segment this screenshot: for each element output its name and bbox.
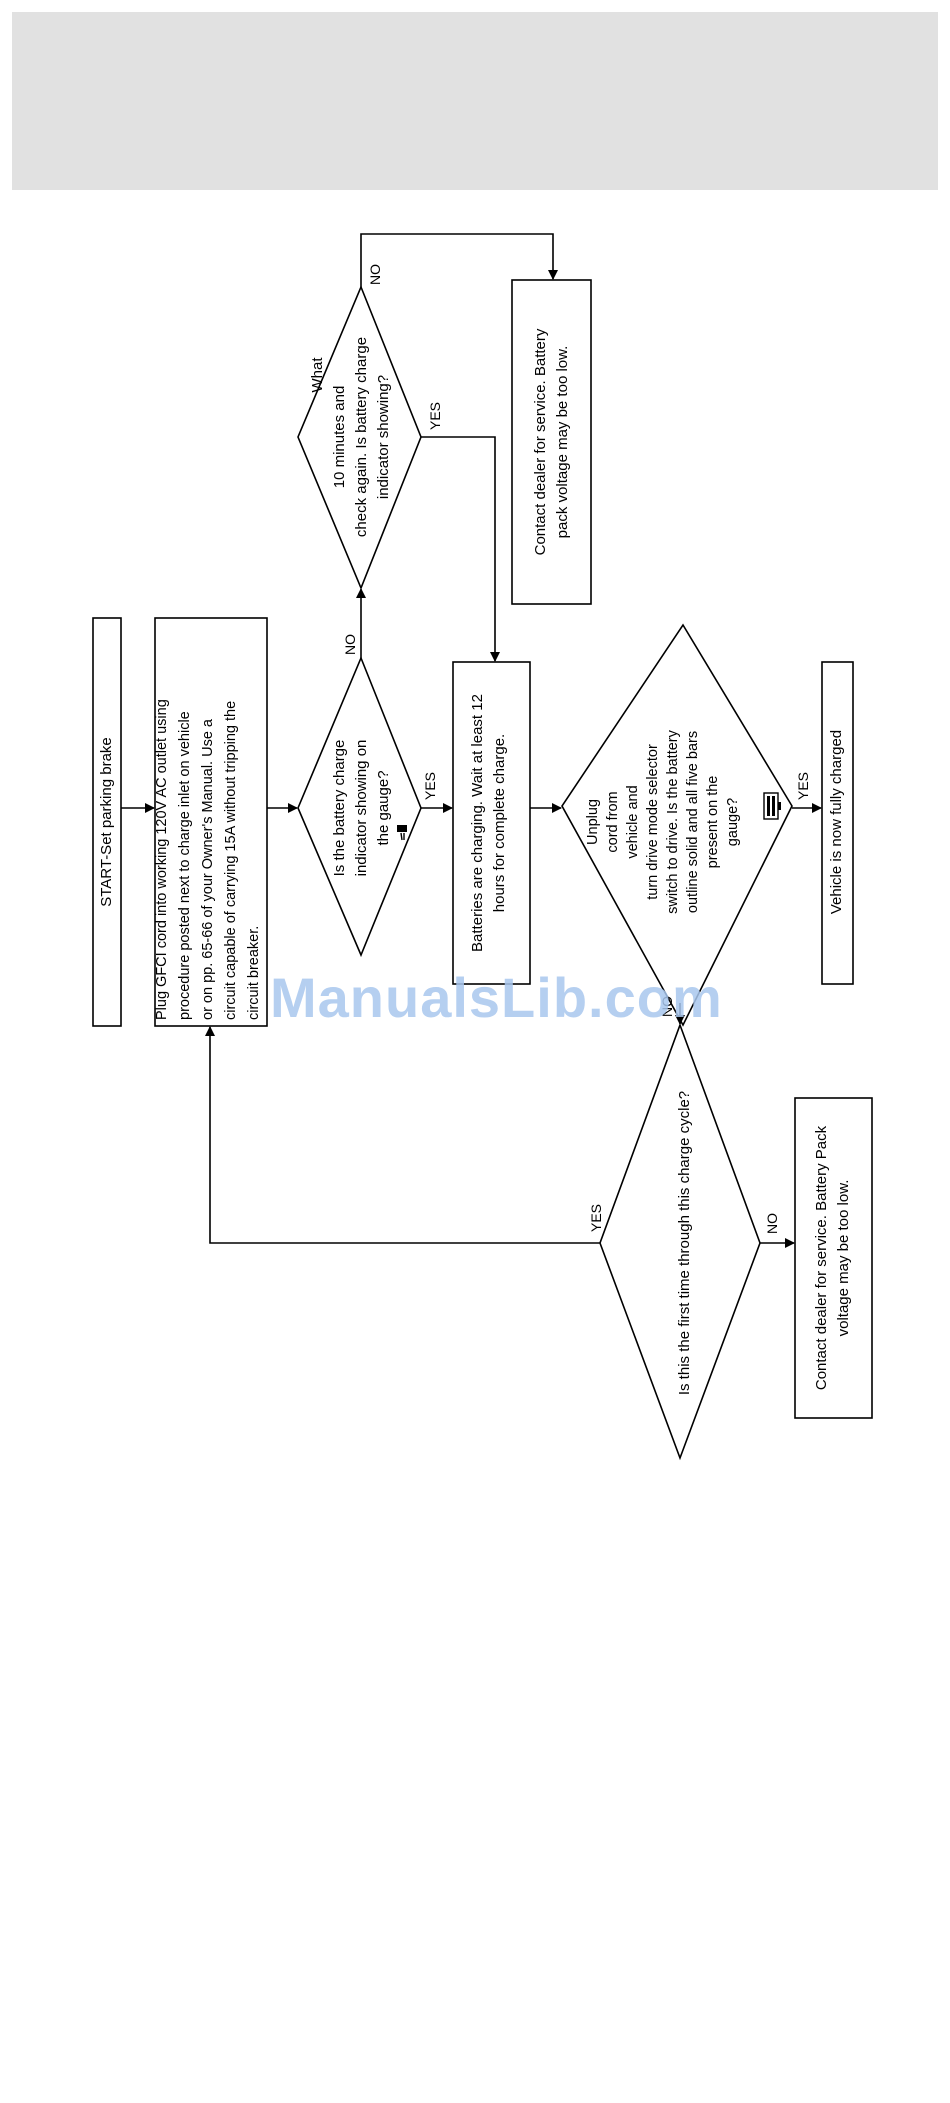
yes-label-first: YES	[588, 1204, 604, 1232]
unplug-q-line-4: turn drive mode selector	[645, 744, 661, 900]
plug-line-4: circuit capable of carrying 15A without …	[223, 701, 239, 1020]
watermark: ManualsLib.com	[270, 966, 723, 1029]
start-box	[92, 617, 122, 1027]
plug-line-3: or on pp. 65-66 of your Owner's Manual. …	[200, 718, 216, 1020]
start-label: START-Set parking brake	[98, 737, 115, 907]
first-time-diamond	[599, 1022, 761, 1461]
unplug-q-line-8: gauge?	[725, 798, 741, 846]
unplug-q-line-2: cord from	[605, 791, 621, 852]
unplug-q-line-1: Unplug	[585, 799, 601, 845]
indicator-diamond	[297, 655, 422, 958]
wait-q-line-3: check again. Is battery charge	[353, 337, 370, 537]
yes-label-indicator: YES	[422, 772, 438, 800]
arrow-wait-no	[360, 233, 558, 287]
charging-line-1: Batteries are charging. Wait at least 12	[469, 694, 486, 952]
no-label-unplug: NO	[659, 996, 675, 1017]
indicator-q-line-2: indicator showing on	[353, 740, 370, 877]
dealer-top-line-1: Contact dealer for service. Battery	[532, 328, 549, 555]
unplug-q-line-7: present on the	[705, 776, 721, 869]
unplug-diamond	[561, 623, 793, 1027]
arrow-first-yes	[205, 1026, 600, 1244]
yes-label-unplug: YES	[795, 772, 811, 800]
plug-line-5: circuit breaker.	[246, 926, 262, 1020]
dealer-bottom-line-1: Contact dealer for service. Battery Pack	[813, 1125, 830, 1390]
no-label-wait: NO	[367, 264, 383, 285]
wait-q-line-1: What	[309, 357, 326, 393]
plug-line-1: Plug GFCI cord into working 120V AC outl…	[154, 699, 170, 1020]
dealer-bottom-line-2: voltage may be too low.	[835, 1180, 852, 1337]
dealer-bottom-box	[794, 1097, 873, 1419]
unplug-q-line-6: outline solid and all five bars	[685, 731, 701, 913]
charging-box	[452, 661, 531, 985]
arrow-wait-yes	[421, 436, 500, 662]
indicator-q-line-3: the gauge?	[375, 770, 392, 845]
fully-charged-box	[821, 661, 854, 985]
first-time-q: Is this the first time through this char…	[676, 1091, 693, 1395]
battery-icon	[763, 792, 781, 820]
charging-line-2: hours for complete charge.	[491, 734, 508, 912]
unplug-q-line-5: switch to drive. Is the battery	[665, 729, 681, 913]
dealer-top-box	[511, 279, 592, 605]
indicator-q-line-1: Is the battery charge	[331, 740, 348, 877]
wait-q-line-2: 10 minutes and	[331, 386, 348, 489]
plug-icon	[397, 825, 407, 841]
plug-line-2: procedure posted next to charge inlet on…	[177, 711, 193, 1020]
unplug-q-line-3: vehicle and	[625, 785, 641, 858]
fully-charged-label: Vehicle is now fully charged	[828, 730, 845, 914]
yes-label-wait: YES	[427, 402, 443, 430]
no-label-indicator: NO	[342, 634, 358, 655]
header-band	[12, 12, 938, 190]
no-label-first: NO	[764, 1213, 780, 1234]
wait-q-line-4: indicator showing?	[375, 375, 392, 499]
dealer-top-line-2: pack voltage may be too low.	[554, 346, 571, 539]
